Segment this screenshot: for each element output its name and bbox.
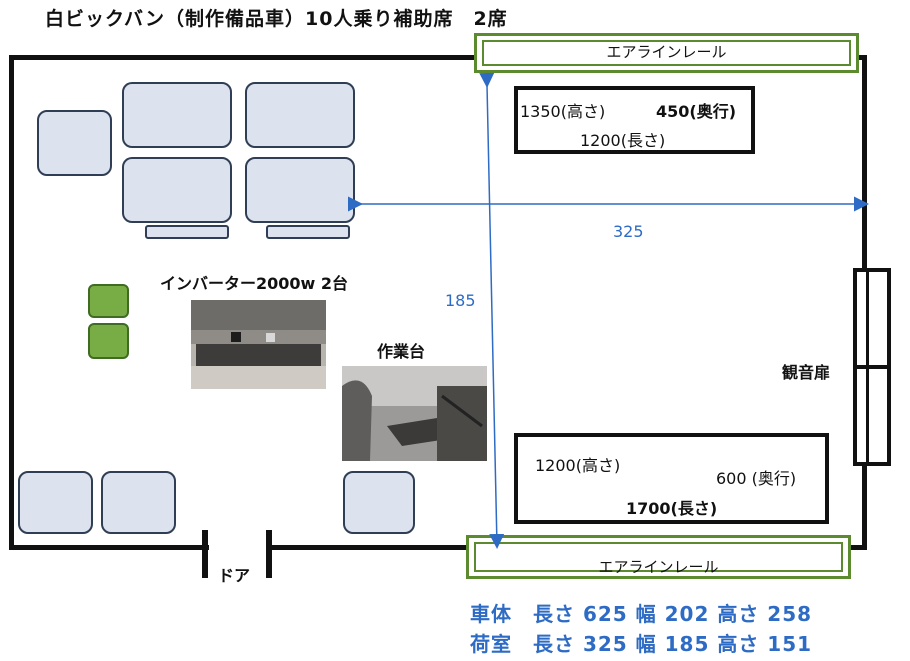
seat-left-single — [37, 110, 112, 176]
air-rail-bottom: エアラインレール — [466, 535, 851, 579]
box-bottom-depth: 600 (奥行) — [716, 469, 797, 488]
cargo-box-top — [514, 86, 755, 154]
side-door-divider — [857, 365, 887, 369]
door-jamb-left — [202, 530, 208, 578]
inverter-unit-2 — [88, 323, 129, 359]
seat-row2-right — [245, 157, 355, 223]
air-rail-top-inner — [482, 40, 851, 66]
box-top-height: 1350(高さ) — [520, 102, 606, 121]
seat-footrest-right — [266, 225, 350, 239]
box-top-length: 1200(長さ) — [580, 131, 666, 150]
cargo-box-bottom — [514, 433, 829, 524]
workbench-photo — [342, 366, 487, 461]
door-gap — [209, 544, 269, 556]
box-top-depth: 450(奥行) — [656, 102, 737, 121]
dimension-vertical-label: 185 — [445, 291, 476, 310]
dimension-horizontal-label: 325 — [613, 222, 644, 241]
air-rail-bottom-label: エアラインレール — [598, 558, 719, 576]
seat-bottom-3 — [343, 471, 415, 534]
box-bottom-length: 1700(長さ) — [626, 499, 718, 518]
spec-cargo: 荷室 長さ 325 幅 185 高さ 151 — [470, 632, 813, 656]
box-bottom-height: 1200(高さ) — [535, 456, 621, 475]
air-rail-top-label: エアラインレール — [606, 43, 727, 61]
vertical-dimension-line — [479, 72, 505, 549]
seat-row1-left — [122, 82, 232, 148]
door-label: ドア — [218, 566, 251, 585]
seat-bottom-1 — [18, 471, 93, 534]
workbench-label: 作業台 — [377, 342, 426, 361]
seat-footrest-left — [145, 225, 229, 239]
inverter-photo — [191, 300, 326, 389]
side-double-door — [853, 268, 891, 466]
inverter-label: インバーター2000w 2台 — [160, 274, 349, 293]
door-jamb-right — [266, 530, 272, 578]
diagram-title: 白ビックバン（制作備品車）10人乗り補助席 2席 — [45, 8, 508, 30]
seat-row2-left — [122, 157, 232, 223]
inverter-unit-1 — [88, 284, 129, 318]
air-rail-top: エアラインレール — [474, 33, 859, 73]
spec-body: 車体 長さ 625 幅 202 高さ 258 — [470, 602, 813, 626]
seat-bottom-2 — [101, 471, 176, 534]
side-door-label: 観音扉 — [782, 363, 831, 382]
seat-row1-right — [245, 82, 355, 148]
air-rail-bottom-inner — [474, 542, 843, 572]
